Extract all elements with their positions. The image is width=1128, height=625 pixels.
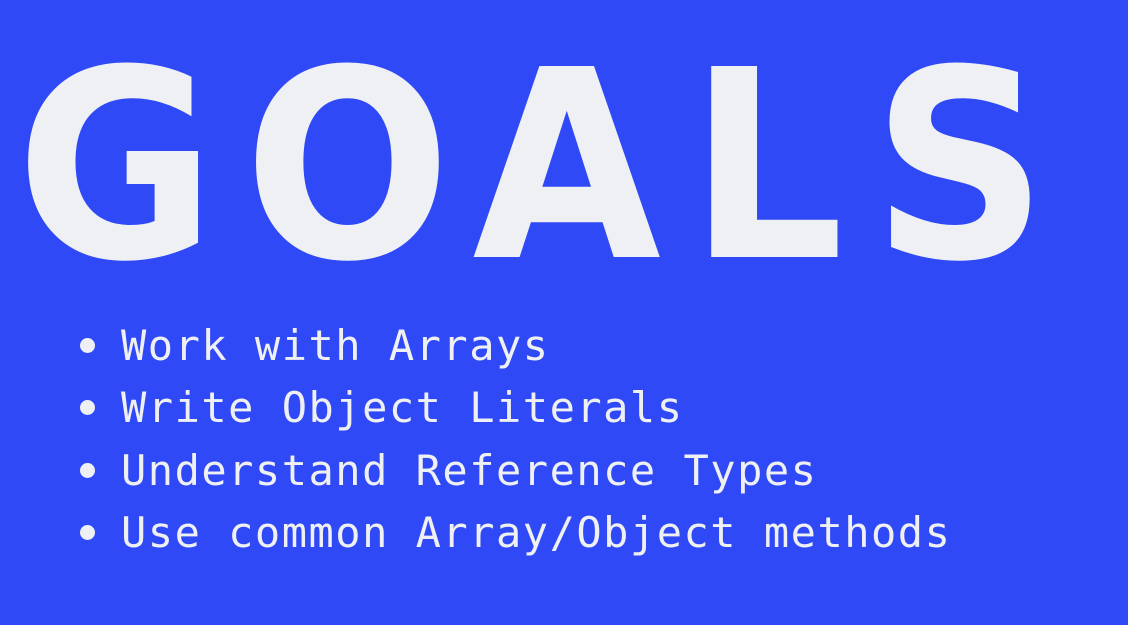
bullet-icon xyxy=(80,400,95,416)
bullet-icon xyxy=(80,462,95,478)
goal-text: Use common Array/Object methods xyxy=(121,508,952,558)
goals-list: Work with Arrays Write Object Literals U… xyxy=(80,314,951,564)
list-item: Understand Reference Types xyxy=(80,439,951,502)
bullet-icon xyxy=(80,337,95,353)
bullet-icon xyxy=(80,525,95,541)
list-item: Work with Arrays xyxy=(80,314,951,377)
list-item: Use common Array/Object methods xyxy=(80,502,951,565)
slide-title: GOALS xyxy=(16,14,1076,319)
goal-text: Write Object Literals xyxy=(121,383,684,433)
goal-text: Understand Reference Types xyxy=(121,445,818,495)
goal-text: Work with Arrays xyxy=(121,320,550,370)
list-item: Write Object Literals xyxy=(80,377,951,440)
